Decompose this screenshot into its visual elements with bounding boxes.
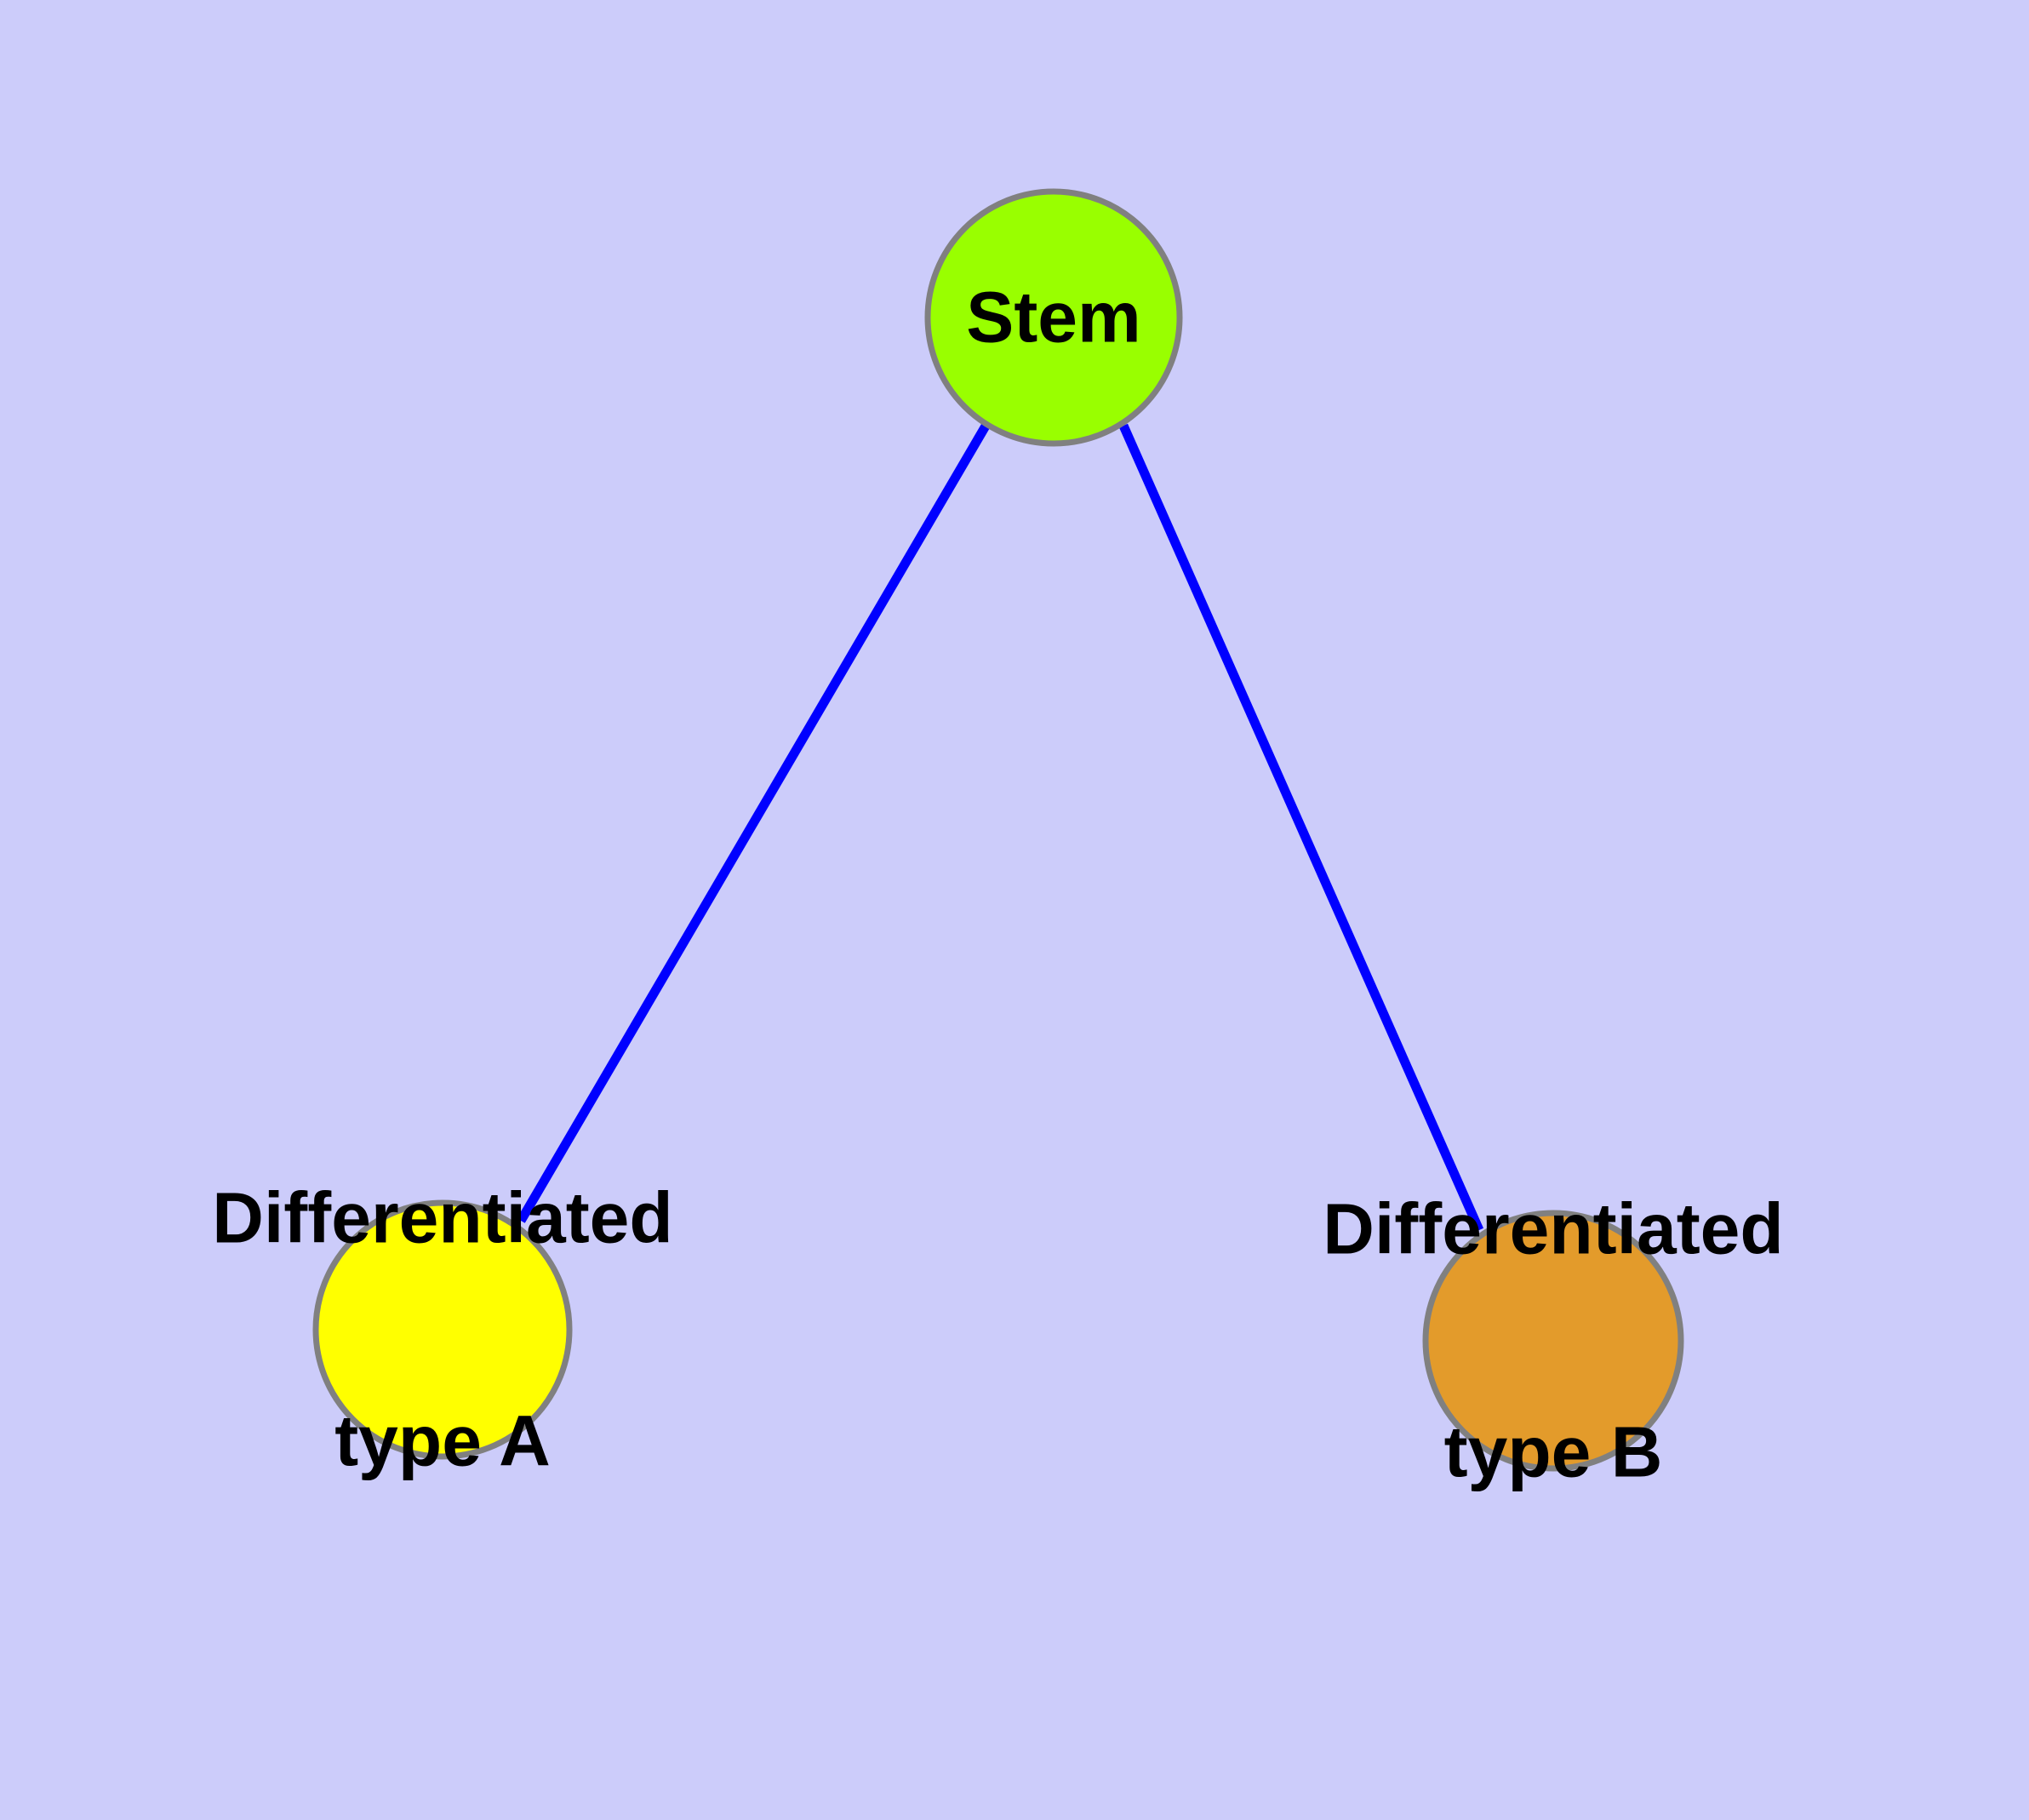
edge-stem-to-diff-b[interactable] — [1118, 423, 1484, 1233]
node-layer — [312, 188, 1684, 1472]
edge-layer — [517, 421, 1484, 1233]
node-differentiated-type-a[interactable] — [312, 1199, 573, 1460]
edge-stem-to-diff-a[interactable] — [517, 421, 992, 1223]
node-stem[interactable] — [924, 188, 1183, 447]
node-differentiated-type-b[interactable] — [1422, 1210, 1684, 1472]
